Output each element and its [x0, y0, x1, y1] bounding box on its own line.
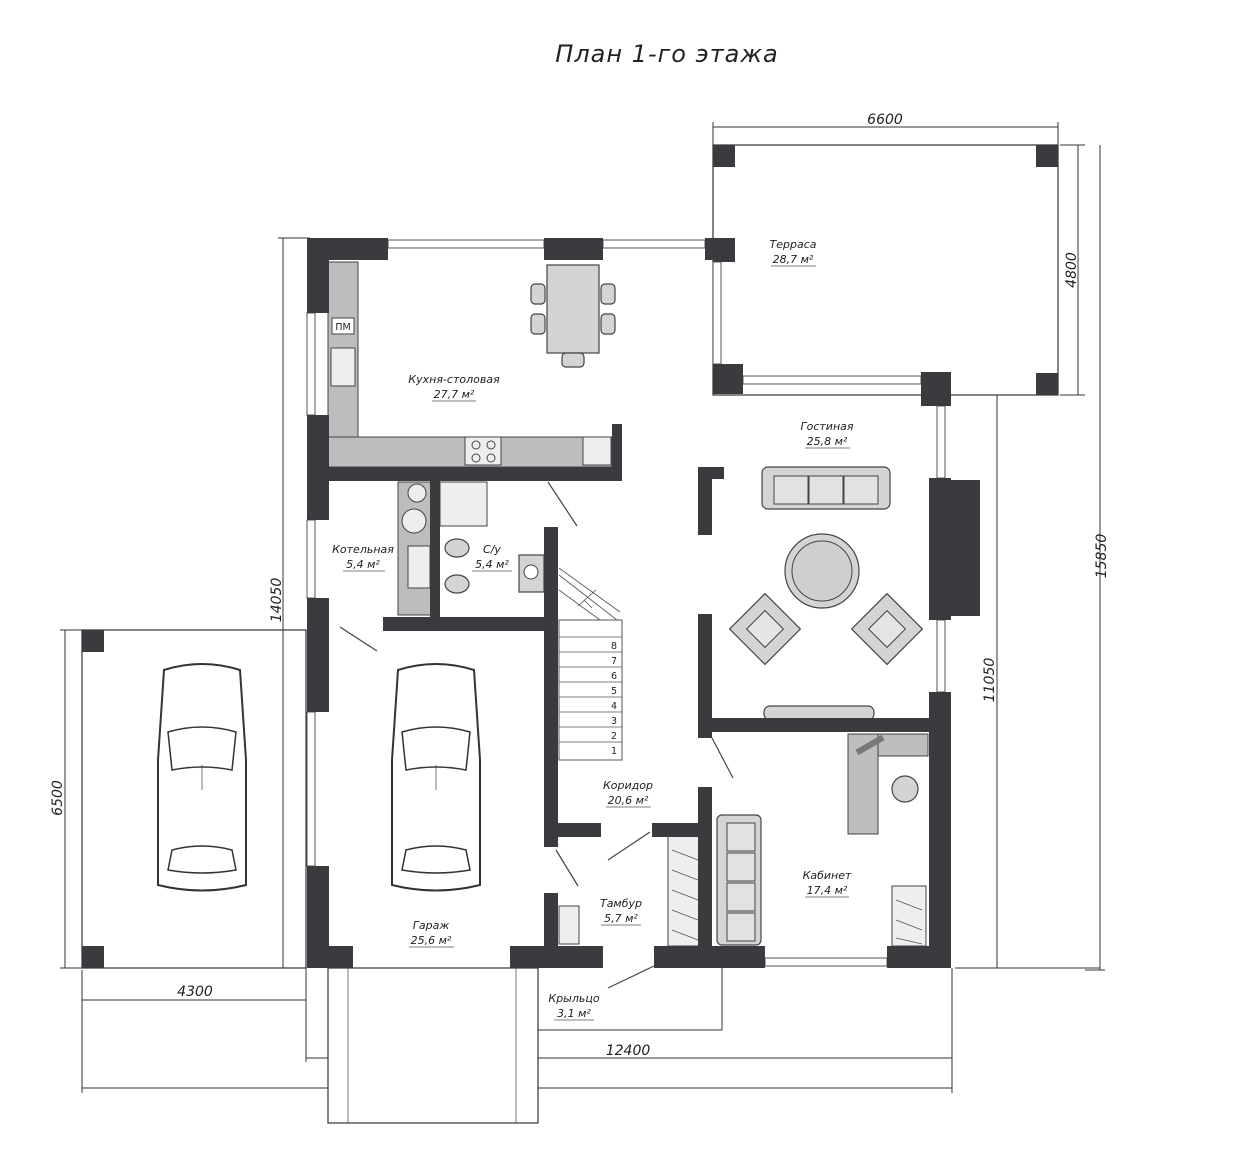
stair-step-2: 2: [611, 731, 617, 742]
room-name: Гараж: [413, 919, 450, 932]
room-name: Крыльцо: [548, 992, 599, 1005]
car-carport: [157, 663, 247, 892]
room-label-terrace: Терраса 28,7 м²: [770, 238, 817, 267]
room-label-living: Гостиная 25,8 м²: [800, 420, 854, 449]
stair-step-5: 5: [611, 686, 617, 697]
room-label-porch: Крыльцо 3,1 м²: [548, 992, 600, 1021]
plan-title: План 1-го этажа: [555, 40, 778, 68]
room-label-boiler: Котельная 5,4 м²: [332, 543, 394, 572]
room-name: Коридор: [603, 779, 653, 792]
room-label-corridor: Коридор 20,6 м²: [603, 779, 653, 808]
windows: [306, 239, 946, 967]
staircase: [558, 567, 623, 761]
room-name: С/у: [483, 543, 501, 556]
stair-step-1: 1: [611, 746, 617, 757]
stair-step-8: 8: [611, 641, 617, 652]
living-room-furniture: [728, 466, 959, 721]
porch: [327, 967, 539, 1124]
room-name: Кабинет: [803, 869, 852, 882]
dim-terrace-width: 6600: [867, 112, 903, 128]
room-area: 20,6 м²: [608, 794, 649, 807]
room-area: 25,8 м²: [807, 435, 848, 448]
room-area: 5,4 м²: [475, 558, 509, 571]
room-area: 5,4 м²: [346, 558, 380, 571]
dim-right-total-height: 15850: [1094, 534, 1110, 579]
room-name: Гостиная: [800, 420, 853, 433]
room-area: 25,6 м²: [411, 934, 452, 947]
room-label-cabinet: Кабинет 17,4 м²: [803, 869, 852, 898]
room-area: 3,1 м²: [557, 1007, 591, 1020]
doors: [339, 481, 734, 989]
room-name: Котельная: [332, 543, 394, 556]
room-label-vestibule: Тамбур 5,7 м²: [600, 897, 642, 926]
room-name: Кухня-столовая: [408, 373, 500, 386]
dim-right-inner-height: 11050: [982, 658, 998, 703]
dim-terrace-depth: 4800: [1064, 252, 1080, 288]
dining-table: [530, 264, 616, 368]
room-label-garage: Гараж 25,6 м²: [409, 919, 454, 948]
dim-carport-height: 6500: [50, 780, 66, 816]
room-label-wc: С/у 5,4 м²: [472, 543, 512, 572]
stair-step-6: 6: [611, 671, 617, 682]
wc-fixtures: [444, 538, 545, 594]
terrace: [712, 144, 1059, 396]
room-area: 17,4 м²: [807, 884, 848, 897]
cabinet-furniture: [558, 733, 929, 947]
dim-left-height: 14050: [269, 578, 285, 623]
room-area: 5,7 м²: [604, 912, 638, 925]
room-area: 27,7 м²: [434, 388, 475, 401]
room-area: 28,7 м²: [773, 253, 814, 266]
room-name: Тамбур: [600, 897, 642, 910]
stair-step-3: 3: [611, 716, 617, 727]
stair-step-7: 7: [611, 656, 617, 667]
oven-label: ПМ: [335, 322, 350, 333]
carport: [81, 629, 307, 969]
dim-carport-width: 4300: [177, 984, 213, 1000]
car-garage: [391, 663, 481, 892]
dim-house-width: 12400: [606, 1043, 651, 1059]
stair-step-4: 4: [611, 701, 617, 712]
room-label-kitchen: Кухня-столовая 27,7 м²: [408, 373, 500, 402]
walls: [307, 238, 980, 968]
boiler-room-fixtures: [397, 481, 488, 616]
room-name: Терраса: [770, 238, 817, 251]
